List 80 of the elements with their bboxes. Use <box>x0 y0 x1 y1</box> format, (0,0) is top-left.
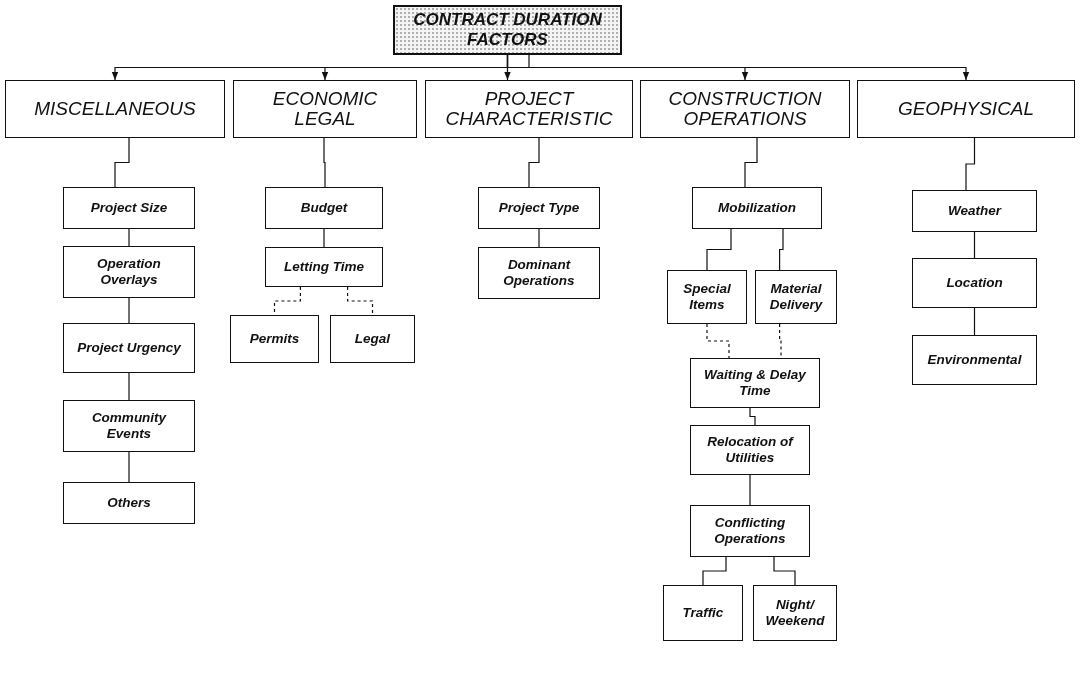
factor-box <box>755 270 837 324</box>
category-box <box>425 80 633 138</box>
node-label: Project Size <box>90 199 168 217</box>
factor-box <box>265 247 383 287</box>
node-label: ECONOMIC LEGAL <box>271 89 379 129</box>
factor-box <box>690 505 810 557</box>
node-label: Legal <box>354 330 391 348</box>
factor-box <box>63 482 195 524</box>
node-label: Operation Overlays <box>96 255 162 289</box>
factor-box <box>692 187 822 229</box>
node-label: Material Delivery <box>768 280 824 314</box>
connector-line <box>706 323 730 359</box>
factor-box <box>912 258 1037 308</box>
node-label: Night/ Weekend <box>764 596 826 630</box>
node-label: CONTRACT DURATION FACTORS <box>412 9 603 51</box>
node-label: Budget <box>300 199 348 217</box>
node-label: Project Urgency <box>77 339 181 357</box>
category-box <box>857 80 1075 138</box>
node-label: Weather <box>948 202 1001 220</box>
factor-box <box>690 358 820 408</box>
factor-box <box>478 187 600 229</box>
node-label: Waiting & Delay Time <box>703 366 807 400</box>
category-box <box>5 80 225 138</box>
connector-line <box>749 407 756 426</box>
connector-line <box>749 474 751 506</box>
factor-box <box>912 335 1037 385</box>
title-box <box>393 5 622 55</box>
node-label: Community Events <box>90 409 168 443</box>
factor-box <box>63 187 195 229</box>
connector-line <box>773 556 796 586</box>
factor-box <box>912 190 1037 232</box>
connector-line <box>128 451 130 483</box>
node-label: Dominant Operations <box>502 256 576 290</box>
node-label: Letting Time <box>284 258 364 276</box>
factor-box <box>230 315 319 363</box>
factor-box <box>63 246 195 298</box>
node-label: Mobilization <box>718 199 796 217</box>
connector-line <box>323 228 325 248</box>
connector-line <box>965 137 976 191</box>
connector-line <box>779 228 784 271</box>
node-label: Traffic <box>682 604 724 622</box>
node-label: Permits <box>249 330 300 348</box>
node-label: GEOPHYSICAL <box>897 99 1035 119</box>
connector-line <box>538 228 540 248</box>
node-label: Special Items <box>682 280 732 314</box>
arrow <box>504 54 530 81</box>
connector-line <box>128 372 130 401</box>
factor-box <box>690 425 810 475</box>
connector-line <box>347 286 374 316</box>
node-label: Conflicting Operations <box>713 514 787 548</box>
factor-box <box>753 585 837 641</box>
connector-line <box>779 323 782 359</box>
connector-line <box>973 307 976 336</box>
node-label: CONSTRUCTION OPERATIONS <box>667 89 823 129</box>
connector-line <box>702 556 727 586</box>
connector-line <box>973 231 976 259</box>
connector-line <box>706 228 732 271</box>
connector-line <box>744 137 758 188</box>
factor-box <box>330 315 415 363</box>
category-box <box>233 80 417 138</box>
node-label: MISCELLANEOUS <box>34 99 196 119</box>
factor-box <box>667 270 747 324</box>
factor-box <box>663 585 743 641</box>
connector-line <box>114 137 130 188</box>
category-box <box>640 80 850 138</box>
node-label: PROJECT CHARACTERISTIC <box>444 89 614 129</box>
factor-box <box>63 323 195 373</box>
node-label: Others <box>107 494 151 512</box>
node-label: Project Type <box>498 199 580 217</box>
factor-box <box>478 247 600 299</box>
node-label: Location <box>946 274 1003 292</box>
connector-line <box>528 137 540 188</box>
connector-line <box>323 137 326 188</box>
factor-box <box>63 400 195 452</box>
connector-line <box>128 297 130 324</box>
node-label: Relocation of Utilities <box>706 433 795 467</box>
arrow <box>506 54 970 81</box>
connector-line <box>128 228 130 247</box>
node-label: Environmental <box>927 351 1022 369</box>
factor-box <box>265 187 383 229</box>
